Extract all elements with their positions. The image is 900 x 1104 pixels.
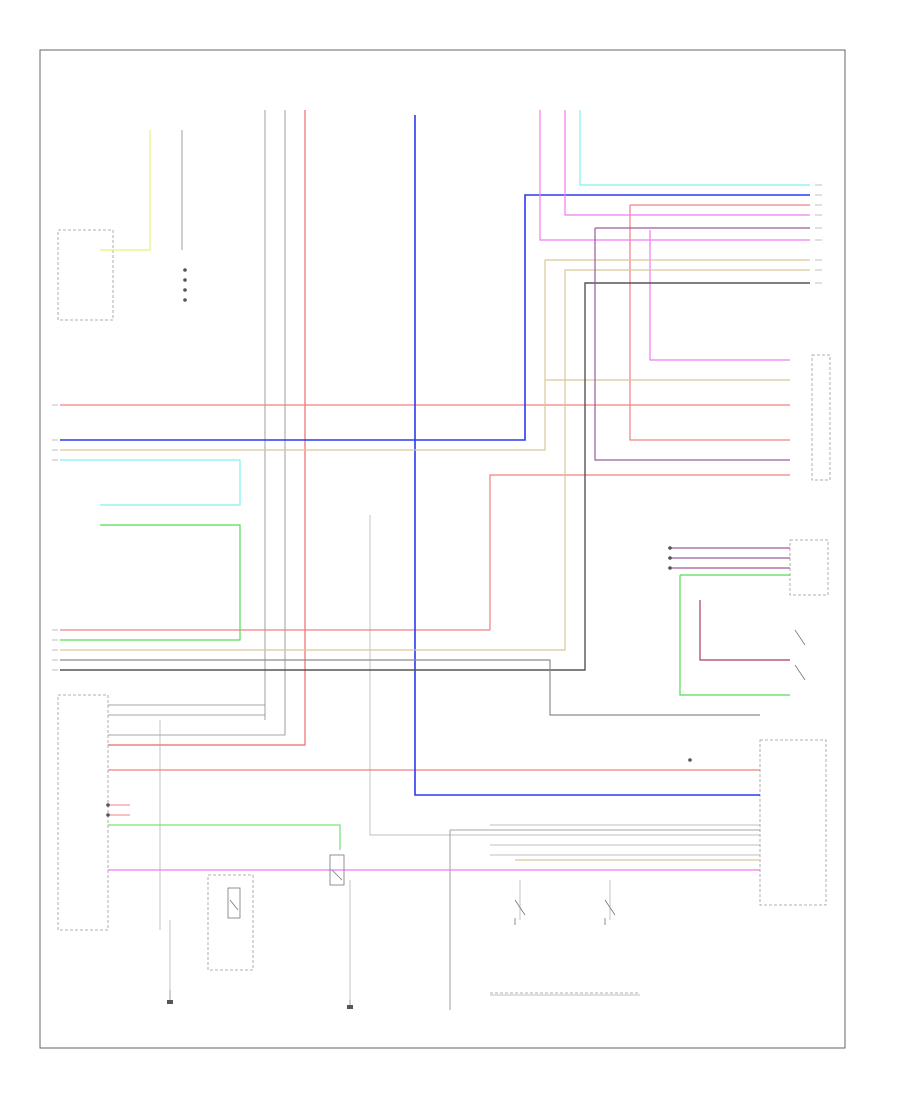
wire-purple-1 bbox=[594, 227, 810, 461]
component-box-mid-right bbox=[789, 539, 829, 596]
wire-pink-2 bbox=[564, 110, 810, 216]
terminal-3 bbox=[183, 288, 187, 292]
diagram-frame bbox=[39, 49, 846, 1049]
wire-cyan-left bbox=[60, 459, 241, 506]
terminal-6 bbox=[668, 556, 672, 560]
wire-tan-1 bbox=[60, 259, 810, 451]
wire-purple-2 bbox=[670, 547, 790, 569]
wire-green-lower bbox=[108, 824, 341, 850]
component-box-upper-left bbox=[57, 229, 114, 321]
terminal-10 bbox=[106, 813, 110, 817]
terminal-9 bbox=[106, 803, 110, 807]
switch-right-2 bbox=[794, 664, 806, 681]
terminal-1 bbox=[183, 268, 187, 272]
switch-lower-center-2 bbox=[604, 899, 616, 925]
wire-cyan-top bbox=[579, 110, 810, 186]
terminal-2 bbox=[183, 278, 187, 282]
component-box-relay bbox=[207, 874, 254, 971]
wire-blue-horizontal bbox=[60, 194, 810, 441]
component-box-right-connector bbox=[811, 354, 831, 481]
wire-red-vertical bbox=[108, 110, 306, 746]
relay-switch-lower-left bbox=[227, 887, 241, 919]
wire-pink-1 bbox=[539, 110, 810, 241]
ground-symbol-center bbox=[347, 1000, 353, 1009]
wire-red-small bbox=[108, 804, 130, 816]
switch-lower-center-1 bbox=[514, 899, 526, 925]
component-box-lower-left bbox=[57, 694, 109, 931]
wire-green-right bbox=[679, 574, 790, 696]
wire-maroon bbox=[699, 600, 790, 661]
wire-blue-vertical bbox=[414, 115, 760, 796]
wire-grey-9 bbox=[369, 515, 760, 836]
component-box-lower-right bbox=[759, 739, 827, 906]
wire-yellow-top bbox=[100, 130, 151, 251]
terminal-7 bbox=[668, 566, 672, 570]
terminal-8 bbox=[688, 758, 692, 762]
wire-tan-3 bbox=[60, 269, 810, 651]
wire-pink-3 bbox=[649, 230, 790, 361]
relay-switch-center bbox=[329, 854, 345, 886]
wire-dark-1 bbox=[60, 282, 810, 671]
wire-red-loop bbox=[489, 474, 790, 630]
wire-grey-4 bbox=[108, 110, 286, 736]
terminal-5 bbox=[668, 546, 672, 550]
wire-green-left bbox=[60, 524, 241, 641]
terminal-4 bbox=[183, 298, 187, 302]
right-connector-pins bbox=[815, 184, 822, 284]
wire-grey-long bbox=[60, 659, 760, 716]
left-connector-pins bbox=[52, 404, 58, 671]
switch-right-1 bbox=[794, 629, 806, 646]
ground-symbol-left bbox=[167, 990, 173, 1004]
